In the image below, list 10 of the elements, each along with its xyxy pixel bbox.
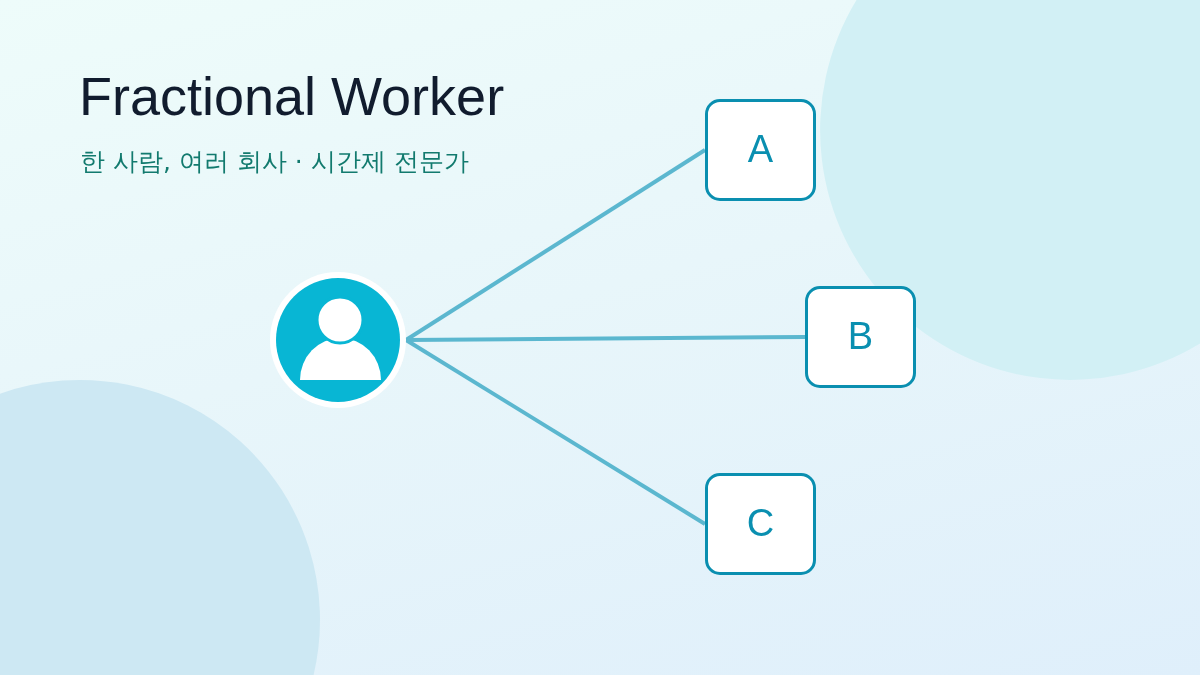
subtitle: 한 사람, 여러 회사 · 시간제 전문가 [80, 146, 469, 178]
node-box [705, 473, 816, 575]
node-box [705, 99, 816, 201]
node-box [805, 286, 916, 388]
connector-line [404, 338, 707, 526]
node-label: C [746, 503, 775, 545]
node-label: A [747, 129, 774, 171]
person-icon [270, 272, 406, 408]
title: Fractional Worker [79, 65, 505, 128]
node-label: B [847, 316, 874, 358]
